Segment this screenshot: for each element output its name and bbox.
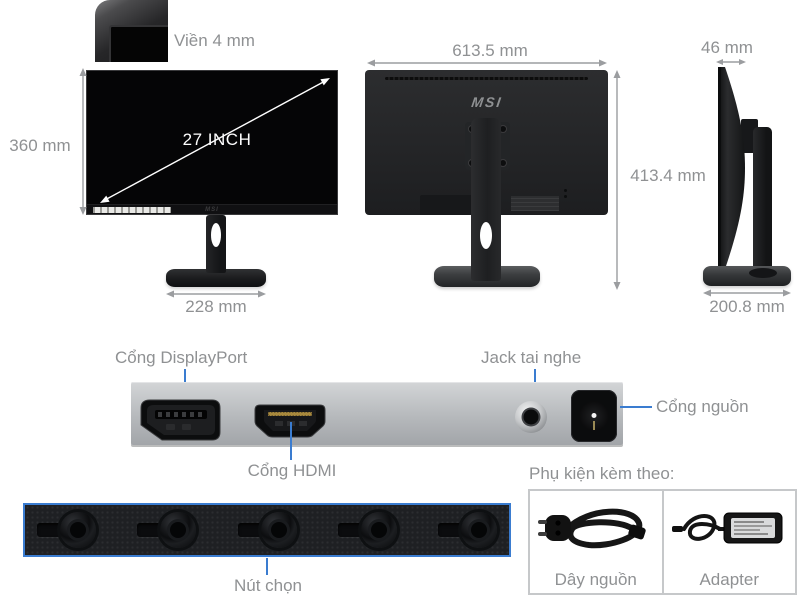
height-dimension-arrow: [79, 68, 87, 215]
thickness-dimension-arrow: [716, 59, 746, 65]
back-screw-holes: [564, 189, 568, 199]
front-stand-cable-hole: [211, 223, 221, 247]
side-stand: [753, 127, 772, 268]
headphone-jack-hole: [523, 409, 539, 425]
monitor-side-panel: [718, 67, 745, 269]
side-base-mount: [749, 268, 777, 278]
buttons-callout-line: [266, 558, 268, 575]
back-stand-cable-hole: [480, 222, 492, 249]
headphone-jack: [515, 401, 547, 433]
hdmi-callout-line: [290, 422, 292, 460]
front-base-width-label: 228 mm: [185, 297, 247, 316]
base-width-dimension-arrow: [166, 290, 266, 298]
adapter-label: Adapter: [699, 570, 760, 589]
osd-button: [237, 512, 297, 548]
osd-button: [438, 512, 497, 548]
back-width-dimension-arrow: [367, 59, 607, 67]
power-port-hole: [579, 401, 609, 431]
monitor-front-screen: 27 INCH MSI: [86, 70, 338, 215]
back-height-label: 413.4 mm: [630, 166, 706, 185]
power-port-pin: [591, 413, 597, 418]
bezel-corner-photo: [95, 0, 168, 62]
accessories-title: Phụ kiện kèm theo:: [529, 464, 675, 483]
side-thickness-label: 46 mm: [701, 38, 753, 57]
back-label-sticker: [511, 196, 559, 211]
power-port-slot: [593, 421, 595, 430]
back-height-dimension-arrow: [613, 70, 621, 290]
power-label: Cổng nguồn: [656, 397, 749, 416]
energy-label-sticker: [93, 207, 171, 213]
osd-buttons-strip: [23, 503, 511, 557]
osd-button: [337, 512, 397, 548]
front-stand: [206, 215, 226, 273]
msi-logo-back: MSI: [469, 94, 504, 110]
displayport-label: Cổng DisplayPort: [115, 348, 248, 367]
front-height-label: 360 mm: [9, 136, 71, 155]
osd-button: [137, 512, 197, 548]
front-bottom-bezel: MSI: [87, 204, 337, 214]
adapter-image: [672, 512, 783, 544]
back-width-label: 613.5 mm: [452, 41, 528, 60]
msi-logo-front: MSI: [205, 207, 219, 213]
accessory-power-cord: Dây nguồn: [530, 491, 664, 593]
back-port-recess: [420, 195, 475, 215]
accessories-box: Dây nguồn Adapter: [528, 489, 797, 595]
side-base-depth-label: 200.8 mm: [709, 297, 785, 316]
power-cord-label: Dây nguồn: [554, 570, 637, 589]
power-callout-line: [620, 406, 652, 408]
power-cord-image: [537, 508, 646, 549]
side-base: [703, 266, 791, 286]
base-depth-dimension-arrow: [703, 289, 791, 297]
screen-size-label: 27 INCH: [182, 129, 252, 149]
displayport-port: [140, 399, 221, 441]
osd-button: [37, 512, 96, 548]
headphone-label: Jack tai nghe: [481, 348, 582, 367]
back-stand: [471, 118, 501, 281]
accessory-adapter: Adapter: [664, 491, 796, 593]
hdmi-label: Cổng HDMI: [247, 461, 337, 480]
vent-strip: [385, 77, 588, 80]
power-port: [571, 390, 617, 442]
buttons-label: Nút chọn: [233, 576, 303, 595]
front-base: [166, 269, 266, 287]
bezel-corner-screen: [109, 25, 168, 62]
diagonal-arrow: [100, 78, 330, 203]
bezel-size-label: Viền 4 mm: [174, 31, 255, 50]
